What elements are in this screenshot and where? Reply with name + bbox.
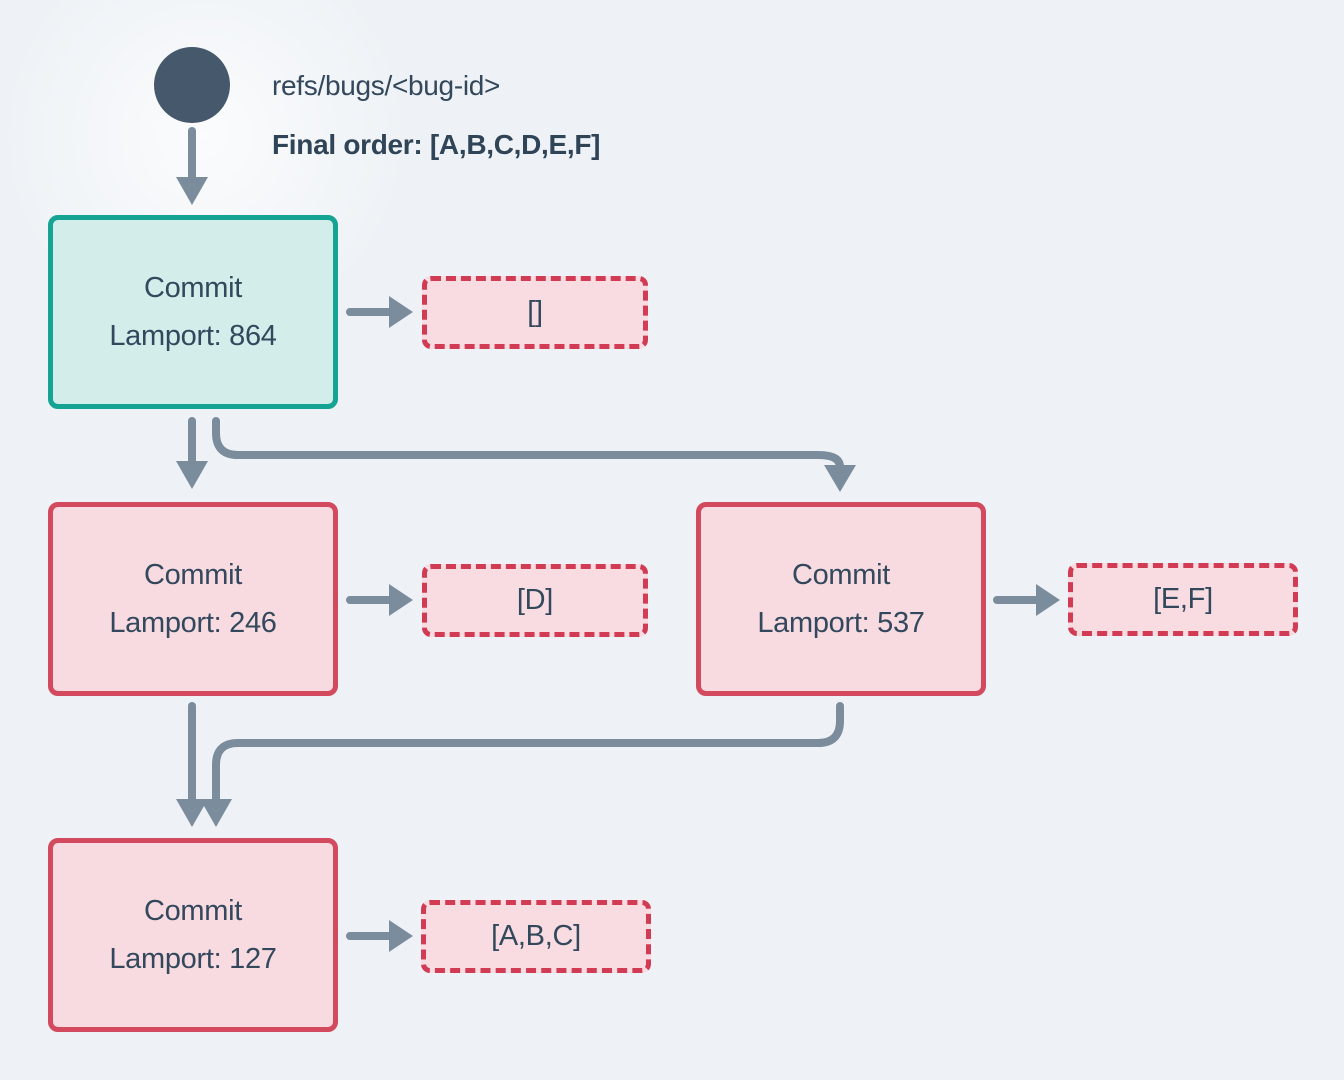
ref-label: refs/bugs/<bug-id> (272, 70, 501, 101)
commit-node-127: Commit Lamport: 127 (48, 838, 338, 1032)
edge-commit-537-to-output-ef (993, 584, 1060, 616)
final-order-label: Final order: [A,B,C,D,E,F] (272, 129, 601, 160)
arrow-down-icon (200, 799, 232, 827)
commit-node-246: Commit Lamport: 246 (48, 502, 338, 696)
commit-node-864: Commit Lamport: 864 (48, 215, 338, 409)
arrow-right-icon (389, 920, 413, 952)
edge-commit-246-to-output-d (346, 584, 413, 616)
output-list-246: [D] (422, 564, 648, 637)
arrow-down-icon (176, 461, 208, 489)
output-list-864: [] (422, 276, 648, 349)
output-list-value: [A,B,C] (491, 920, 581, 952)
edge-commit-537-to-commit-127 (200, 702, 844, 827)
arrow-right-icon (389, 296, 413, 328)
output-list-127: [A,B,C] (421, 900, 651, 973)
edge-commit-246-to-commit-127 (176, 702, 208, 827)
output-list-value: [] (527, 296, 543, 328)
commit-lamport: Lamport: 127 (109, 943, 277, 975)
edge-ref-to-commit-864 (176, 127, 208, 205)
edge-commit-127-to-output-abc (346, 920, 413, 952)
output-list-value: [E,F] (1153, 583, 1213, 615)
commit-lamport: Lamport: 864 (109, 320, 277, 352)
commit-lamport: Lamport: 537 (757, 607, 925, 639)
edge-commit-864-to-commit-246 (176, 417, 208, 489)
arrow-down-icon (824, 465, 856, 492)
commit-title: Commit (143, 559, 243, 591)
arrow-down-icon (176, 799, 208, 827)
commit-lamport: Lamport: 246 (109, 607, 277, 639)
arrow-right-icon (389, 584, 413, 616)
commit-title: Commit (791, 559, 891, 591)
arrow-right-icon (1036, 584, 1060, 616)
edge-commit-864-to-output-empty (346, 296, 413, 328)
commit-title: Commit (143, 272, 243, 304)
output-list-value: [D] (516, 584, 554, 616)
commit-title: Commit (143, 895, 243, 927)
ref-circle-icon (154, 47, 230, 123)
output-list-537: [E,F] (1068, 563, 1298, 636)
edge-commit-864-to-commit-537 (212, 417, 856, 492)
arrow-down-icon (176, 177, 208, 205)
commit-node-537: Commit Lamport: 537 (696, 502, 986, 696)
